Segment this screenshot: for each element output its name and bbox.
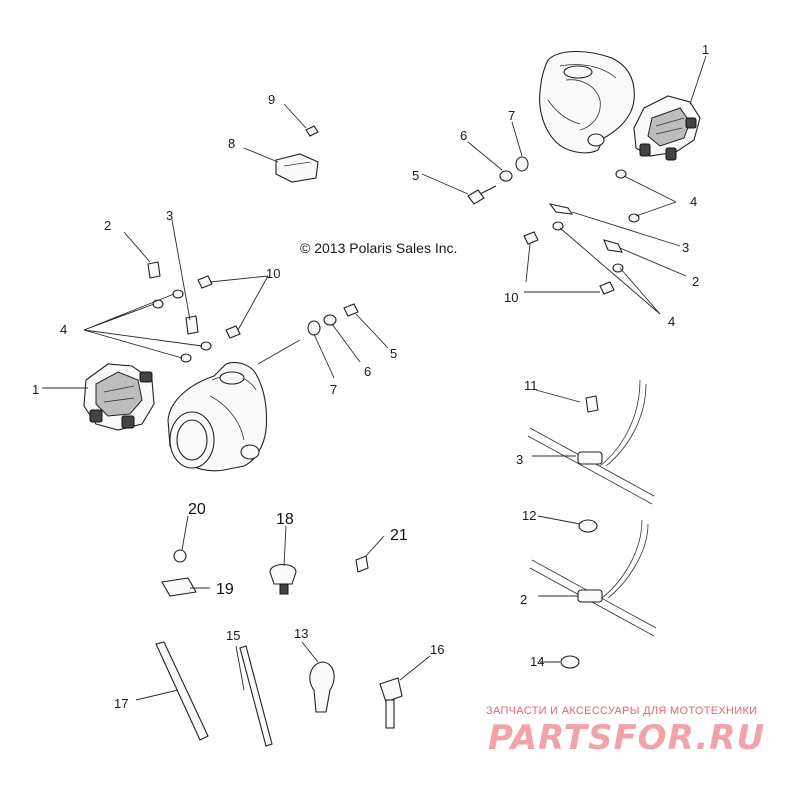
callout-numbers: 1 7 6 5 4 3 2 4 10 9 8 2 3 10 4 1 7 6 5 … <box>32 42 709 711</box>
callout-3-upper: 3 <box>682 240 689 255</box>
callout-1-left: 1 <box>32 382 39 397</box>
bracket-8 <box>275 153 319 183</box>
callout-13: 13 <box>294 626 308 641</box>
callout-1-upper: 1 <box>702 42 709 57</box>
callout-17: 17 <box>114 696 128 711</box>
callout-4-upper: 4 <box>690 194 697 209</box>
callout-14: 14 <box>530 654 544 669</box>
callout-4-lower-right: 4 <box>668 314 675 329</box>
callout-6-upper: 6 <box>460 128 467 143</box>
callout-15: 15 <box>226 628 240 643</box>
caliper-lower-left <box>83 363 155 431</box>
caliper-upper-right <box>633 95 701 161</box>
bolts <box>197 125 615 339</box>
callout-10-left: 10 <box>266 266 280 281</box>
leader-lines <box>42 55 707 701</box>
callout-21: 21 <box>390 527 408 544</box>
watermark-logo: PARTSFOR.RU <box>488 718 766 758</box>
callout-8: 8 <box>228 136 235 151</box>
callout-11: 11 <box>524 378 538 393</box>
callout-2-line: 2 <box>520 592 527 607</box>
knuckle-upper-right <box>539 51 635 154</box>
callout-20: 20 <box>188 501 206 518</box>
callout-7-left: 7 <box>330 382 337 397</box>
clips-hardware <box>155 549 403 747</box>
callout-18: 18 <box>276 511 294 528</box>
callout-7-upper: 7 <box>508 108 515 123</box>
callout-6-left: 6 <box>364 364 371 379</box>
callout-3-left: 3 <box>166 208 173 223</box>
watermark-caption: ЗАПЧАСТИ И АКСЕССУАРЫ ДЛЯ МОТОТЕХНИКИ <box>486 705 758 717</box>
washers <box>152 156 640 363</box>
callout-2-left: 2 <box>104 218 111 233</box>
copyright-notice: © 2013 Polaris Sales Inc. <box>300 240 458 256</box>
knuckle-lower-left <box>167 361 268 472</box>
callout-16: 16 <box>430 642 444 657</box>
callout-5-upper: 5 <box>412 168 419 183</box>
callout-3-line: 3 <box>516 452 523 467</box>
callout-4-left: 4 <box>60 322 67 337</box>
brake-lines-right <box>527 379 657 669</box>
callout-5-left: 5 <box>390 346 397 361</box>
callout-2-upper: 2 <box>692 274 699 289</box>
line-fittings <box>147 203 623 335</box>
callout-10-right: 10 <box>504 290 518 305</box>
callout-12: 12 <box>522 508 536 523</box>
callout-19: 19 <box>216 581 234 598</box>
callout-9: 9 <box>268 92 275 107</box>
